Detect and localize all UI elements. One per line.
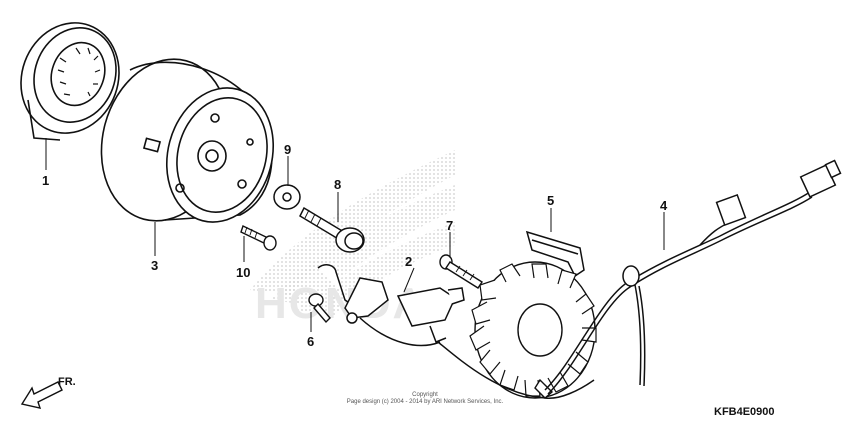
copyright-line-1: Copyright [412,392,438,398]
diagram-code: KFB4E0900 [714,406,775,418]
starter-clutch-part-1[interactable] [6,9,135,147]
leader-lines [45,138,665,332]
callout-9[interactable]: 9 [284,142,291,157]
callout-labels: 1 2 3 4 5 6 7 8 9 10 [42,142,668,349]
washer-part-9[interactable] [273,184,301,210]
bolt-part-10[interactable] [240,225,277,251]
pulse-generator-part-2[interactable] [317,264,465,347]
arrow-left-down-icon [20,381,63,409]
callout-7[interactable]: 7 [446,218,453,233]
bolt-part-6[interactable] [308,293,331,324]
callout-10[interactable]: 10 [236,265,250,280]
callout-8[interactable]: 8 [334,177,341,192]
callout-1[interactable]: 1 [42,173,49,188]
callout-3[interactable]: 3 [151,258,158,273]
bolt-part-7[interactable] [439,254,483,289]
flange-bolt-part-8[interactable] [299,206,365,253]
front-direction-indicator: FR. [20,376,76,409]
callout-5[interactable]: 5 [547,193,554,208]
wire-harness-part-4[interactable] [437,159,842,399]
stator-coil-assembly[interactable] [469,261,597,399]
callout-6[interactable]: 6 [307,334,314,349]
callout-4[interactable]: 4 [660,198,668,213]
callout-2[interactable]: 2 [405,254,412,269]
direction-label: FR. [58,376,76,388]
copyright-line-2: Page design (c) 2004 - 2014 by ARI Netwo… [347,399,504,405]
flywheel-rotor-part-3[interactable] [84,45,288,236]
